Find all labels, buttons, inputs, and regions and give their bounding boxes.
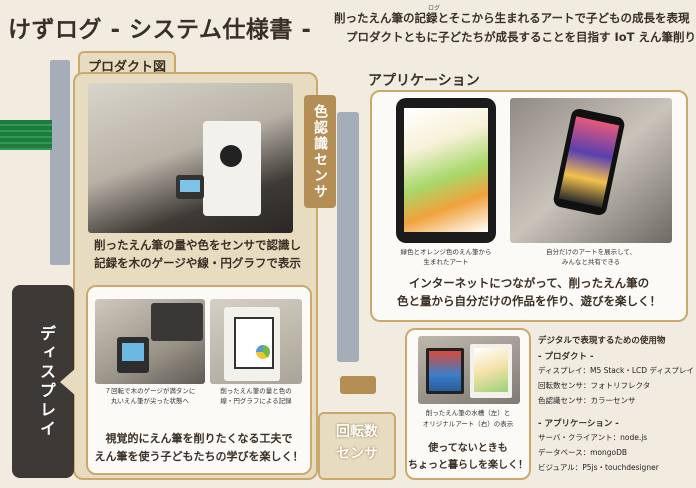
art-photo xyxy=(418,336,520,404)
spec-app-item: ビジュアル：P5js・touchdesigner xyxy=(538,463,659,472)
tablet-art-graphic xyxy=(404,108,488,232)
display-photo2-caption1: 削ったえん筆の量と色の xyxy=(220,387,292,395)
tablet-graphic xyxy=(396,98,496,243)
pencil-body-graphic xyxy=(50,60,70,265)
graph-screen-graphic xyxy=(234,317,274,369)
color-sensor-label: 色認識センサ xyxy=(304,95,336,208)
tablet-caption1: 緑色とオレンジ色のえん筆から xyxy=(400,248,492,256)
rotation-sensor-box xyxy=(318,412,396,480)
spec-heading: デジタルで表現するための使用物 xyxy=(538,336,666,346)
spec-app-item: サーバ・クライアント：node.js xyxy=(538,433,648,442)
display-label: ディスプレイ xyxy=(37,325,56,439)
application-label: アプリケーション xyxy=(368,73,480,89)
inset-photo-graphic xyxy=(151,303,203,341)
green-pencil-graphic xyxy=(0,120,52,150)
phone-graphic xyxy=(552,107,626,217)
display-caption2: えん筆を使う子どもたちの学びを楽しく！ xyxy=(94,450,304,463)
page-title: けずログ - システム仕様書 - xyxy=(8,17,312,43)
tagline-line2: プロダクトともに子どたちが成長することを目指す IoT えん筆削り xyxy=(346,30,696,44)
spec-product-item: ディスプレイ：M5 Stack・LCD ディスプレイ xyxy=(538,366,694,375)
phone-caption1: 自分だけのアートを展示して、 xyxy=(545,248,637,256)
display-caption1: 視覚的にえん筆を削りたくなる工夫で xyxy=(105,432,293,445)
pie-graph-graphic xyxy=(256,345,270,359)
tan-block-graphic xyxy=(340,376,376,394)
product-photo xyxy=(88,83,293,233)
phone-art-graphic xyxy=(558,116,620,208)
tablet-caption2: 生まれたアート xyxy=(423,258,469,266)
tagline-line1: 削ったえん筆の記録とそこから生まれるアートで子どもの成長を表現 xyxy=(334,11,690,25)
product-caption2: 記録を木のゲージや線・円グラフで表示 xyxy=(94,256,301,270)
spec-product-item: 色認識センサ：カラーセンサ xyxy=(538,396,636,405)
spec-app-item: データベース：mongoDB xyxy=(538,448,628,457)
phone-caption2: みんなと共有できる xyxy=(561,258,621,266)
art-caption2: オリジナルアート（右）の表示 xyxy=(422,420,514,428)
spec-app-head: - アプリケーション - xyxy=(538,419,619,429)
art-screen-frame xyxy=(470,344,512,398)
product-caption1: 削ったえん筆の量や色をセンサで認識し xyxy=(94,238,301,252)
original-art-graphic xyxy=(474,348,508,392)
application-caption1: インターネットにつながって、削ったえん筆の xyxy=(408,276,650,290)
display-photo2-caption2: 線・円グラフによる記録 xyxy=(220,397,292,405)
sharpener-hole-graphic xyxy=(220,145,242,167)
tree-gauge-screen-graphic xyxy=(122,343,144,361)
arrow-left-graphic xyxy=(60,368,76,396)
sharpener-graphic xyxy=(203,121,261,216)
spec-product-head: - プロダクト - xyxy=(538,352,594,362)
art-caption1: 削ったえん筆の水槽（左）と xyxy=(425,409,511,417)
rotation-sensor-label1: 回転数 xyxy=(336,424,378,440)
art-caption4: ちょっと暮らしを楽しく！ xyxy=(408,460,528,471)
aquarium-screen-frame xyxy=(426,348,464,394)
display-photo1-caption2: 丸いえん筆が尖った状態へ xyxy=(111,397,189,405)
pencil-right-graphic xyxy=(337,112,359,362)
display-photo1-caption1: ７回転で木のゲージが満タンに xyxy=(104,387,196,395)
aquarium-art-graphic xyxy=(429,351,461,391)
m5stack-screen-graphic xyxy=(180,180,200,192)
display-photo-1 xyxy=(95,299,205,384)
phone-photo xyxy=(510,98,672,243)
application-caption2: 色と量から自分だけの作品を作り、遊びを楽しく！ xyxy=(396,294,662,308)
rotation-sensor-label2: センサ xyxy=(336,446,378,462)
display-photo-2 xyxy=(210,299,302,384)
ruby-text: ログ xyxy=(428,5,441,12)
art-caption3: 使ってないときも xyxy=(428,443,508,454)
spec-product-item: 回転数センサ：フォトリフレクタ xyxy=(538,381,651,390)
